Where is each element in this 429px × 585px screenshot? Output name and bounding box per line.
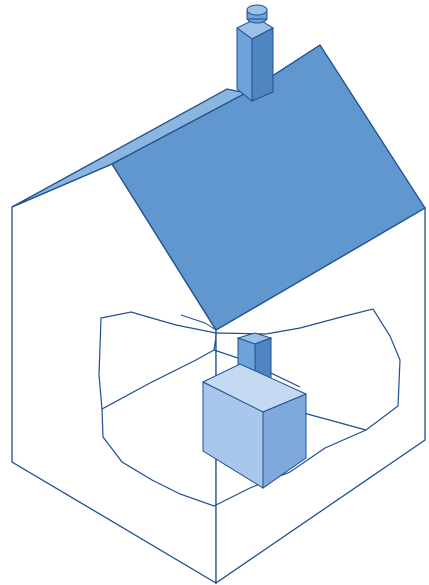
chimney-icon bbox=[237, 5, 273, 101]
